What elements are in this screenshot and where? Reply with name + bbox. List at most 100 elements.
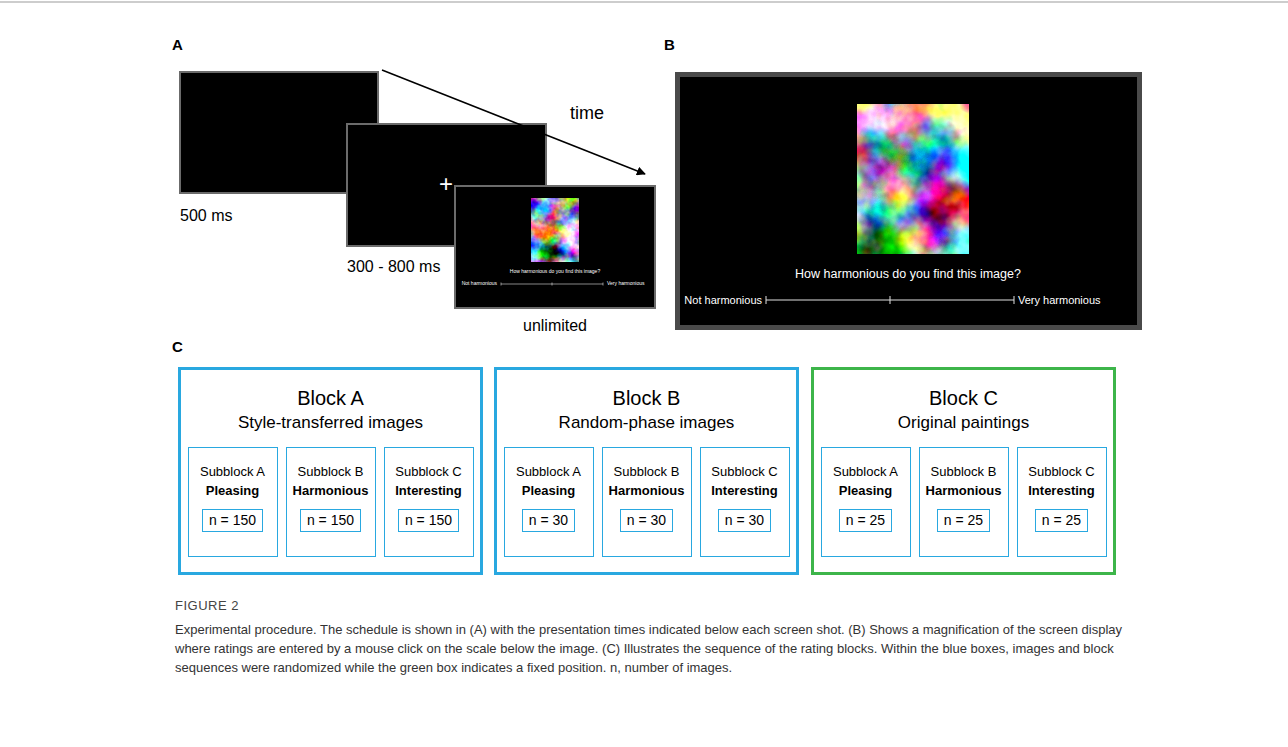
rating-screen [455, 186, 655, 308]
screen-display: + [347, 124, 546, 246]
rating-block: Block A Style-transferred imagesSubblock … [178, 367, 483, 575]
rating-subblock: Subblock CInterestingn = 150 [384, 447, 474, 557]
text-group: Subblock A Pleasing [833, 464, 898, 499]
rating-subblock: Subblock BHarmonious n = 150 [286, 447, 376, 557]
scale-line [501, 283, 502, 286]
subblock-heading: Subblock C [711, 464, 777, 480]
screen-text: How harmonious do you find this image? [510, 269, 600, 275]
image-count-box: n = 30 [620, 509, 673, 532]
text-group: Block A Style-transferred images [238, 386, 423, 433]
block-subtitle: Style-transferred images [238, 413, 423, 433]
text-group: n = 25 [846, 512, 885, 529]
noise-image [857, 104, 969, 254]
scale-label: Very harmonious [607, 281, 645, 287]
text-group: Subblock CInteresting [1028, 464, 1094, 499]
timing-label: unlimited [523, 316, 587, 335]
rating-dimension: Interesting [1028, 483, 1094, 499]
screen-display: How harmonious do you find this image?No… [675, 72, 1142, 330]
image-count-box: n = 25 [839, 509, 892, 532]
image-count-box: n = 25 [937, 509, 990, 532]
rating-dimension: Harmonious [609, 483, 685, 499]
scale-line [552, 283, 553, 286]
image-count-box: n = 150 [202, 509, 263, 532]
rating-subblock: Subblock A Pleasing n = 150 [188, 447, 278, 557]
child-group: n = 30 [620, 509, 673, 532]
rating-dimension: Harmonious [293, 483, 369, 499]
text-group: Subblock C Interesting [711, 464, 777, 499]
child-group: Subblock A Pleasing n = 25 Subblock B Harmon… [821, 447, 1107, 557]
image-count: n = 150 [405, 512, 452, 529]
block-subtitle: Original paintings [898, 413, 1029, 433]
scale-label: Not harmonious [684, 294, 762, 306]
rating-subblock: Subblock B Harmonious n = 25 [919, 447, 1009, 557]
panel-letter: A [172, 36, 183, 54]
timing-label: 500 ms [180, 206, 232, 225]
subblock-heading: Subblock C [395, 464, 461, 480]
axis-label: time [570, 103, 604, 125]
image-count-box: n = 30 [522, 509, 575, 532]
noise-image [531, 198, 579, 262]
image-count-box: n = 150 [300, 509, 361, 532]
rating-subblock: Subblock CInteresting n = 25 [1017, 447, 1107, 557]
screen-text: + [439, 171, 453, 197]
rating-dimension: Pleasing [206, 483, 259, 499]
subblock-heading: Subblock B [614, 464, 680, 480]
rating-subblock: Subblock C Interesting n = 30 [700, 447, 790, 557]
image-count: n = 150 [209, 512, 256, 529]
scale-line [501, 284, 603, 285]
text-group: n = 150 [209, 512, 256, 529]
child-group: n = 30 [718, 509, 771, 532]
rating-subblock: Subblock A Pleasing n = 25 [821, 447, 911, 557]
child-group: n = 25 [1035, 509, 1088, 532]
text-group: Subblock B Harmonious [609, 464, 685, 499]
image-count: n = 25 [1042, 512, 1081, 529]
text-group: n = 30 [725, 512, 764, 529]
text-group: n = 25 [1042, 512, 1081, 529]
text-group: Subblock B Harmonious [926, 464, 1002, 499]
subblock-heading: Subblock A [200, 464, 265, 480]
subblock-heading: Subblock B [931, 464, 997, 480]
text-group: n = 30 [529, 512, 568, 529]
child-group: n = 25 [937, 509, 990, 532]
rating-subblock: Subblock APleasingn = 30 [504, 447, 594, 557]
block-heading: Block A [297, 386, 364, 410]
rating-dimension: Harmonious [926, 483, 1002, 499]
subblock-heading: Subblock A [833, 464, 898, 480]
text-group: n = 25 [944, 512, 983, 529]
child-group: n = 150 [398, 509, 459, 532]
top-rule [0, 1, 1288, 3]
image-count-box: n = 150 [398, 509, 459, 532]
panel-letter: B [664, 36, 675, 54]
image-count: n = 25 [846, 512, 885, 529]
scale-label: Not harmonious [462, 281, 497, 287]
rating-dimension: Pleasing [839, 483, 892, 499]
text-group: Block C Original paintings [898, 386, 1029, 433]
child-group: n = 30 [522, 509, 575, 532]
text-group: n = 150 [405, 512, 452, 529]
image-count: n = 30 [725, 512, 764, 529]
rating-dimension: Interesting [711, 483, 777, 499]
magnified-screen [678, 75, 1140, 328]
child-group: Subblock APleasingn = 30Subblock BHarmon… [504, 447, 790, 557]
rating-scale [501, 283, 603, 286]
scale-line [603, 283, 604, 286]
rating-dimension: Pleasing [522, 483, 575, 499]
child-group: n = 150 [300, 509, 361, 532]
rating-scale [766, 296, 1014, 304]
child-group: n = 25 [839, 509, 892, 532]
timing-label: 300 - 800 ms [347, 257, 440, 276]
figure-label: FIGURE 2 [175, 598, 239, 614]
block-heading: Block C [929, 386, 998, 410]
image-count: n = 25 [944, 512, 983, 529]
scale-line [766, 296, 767, 304]
scale-line [1014, 296, 1015, 304]
block-subtitle: Random-phase images [559, 413, 735, 433]
text-group: Subblock BHarmonious [293, 464, 369, 499]
text-group: n = 30 [627, 512, 666, 529]
image-count-box: n = 25 [1035, 509, 1088, 532]
image-count: n = 30 [627, 512, 666, 529]
image-count-box: n = 30 [718, 509, 771, 532]
screen-display: How harmonious do you find this image? No… [455, 186, 655, 308]
image-count: n = 150 [307, 512, 354, 529]
